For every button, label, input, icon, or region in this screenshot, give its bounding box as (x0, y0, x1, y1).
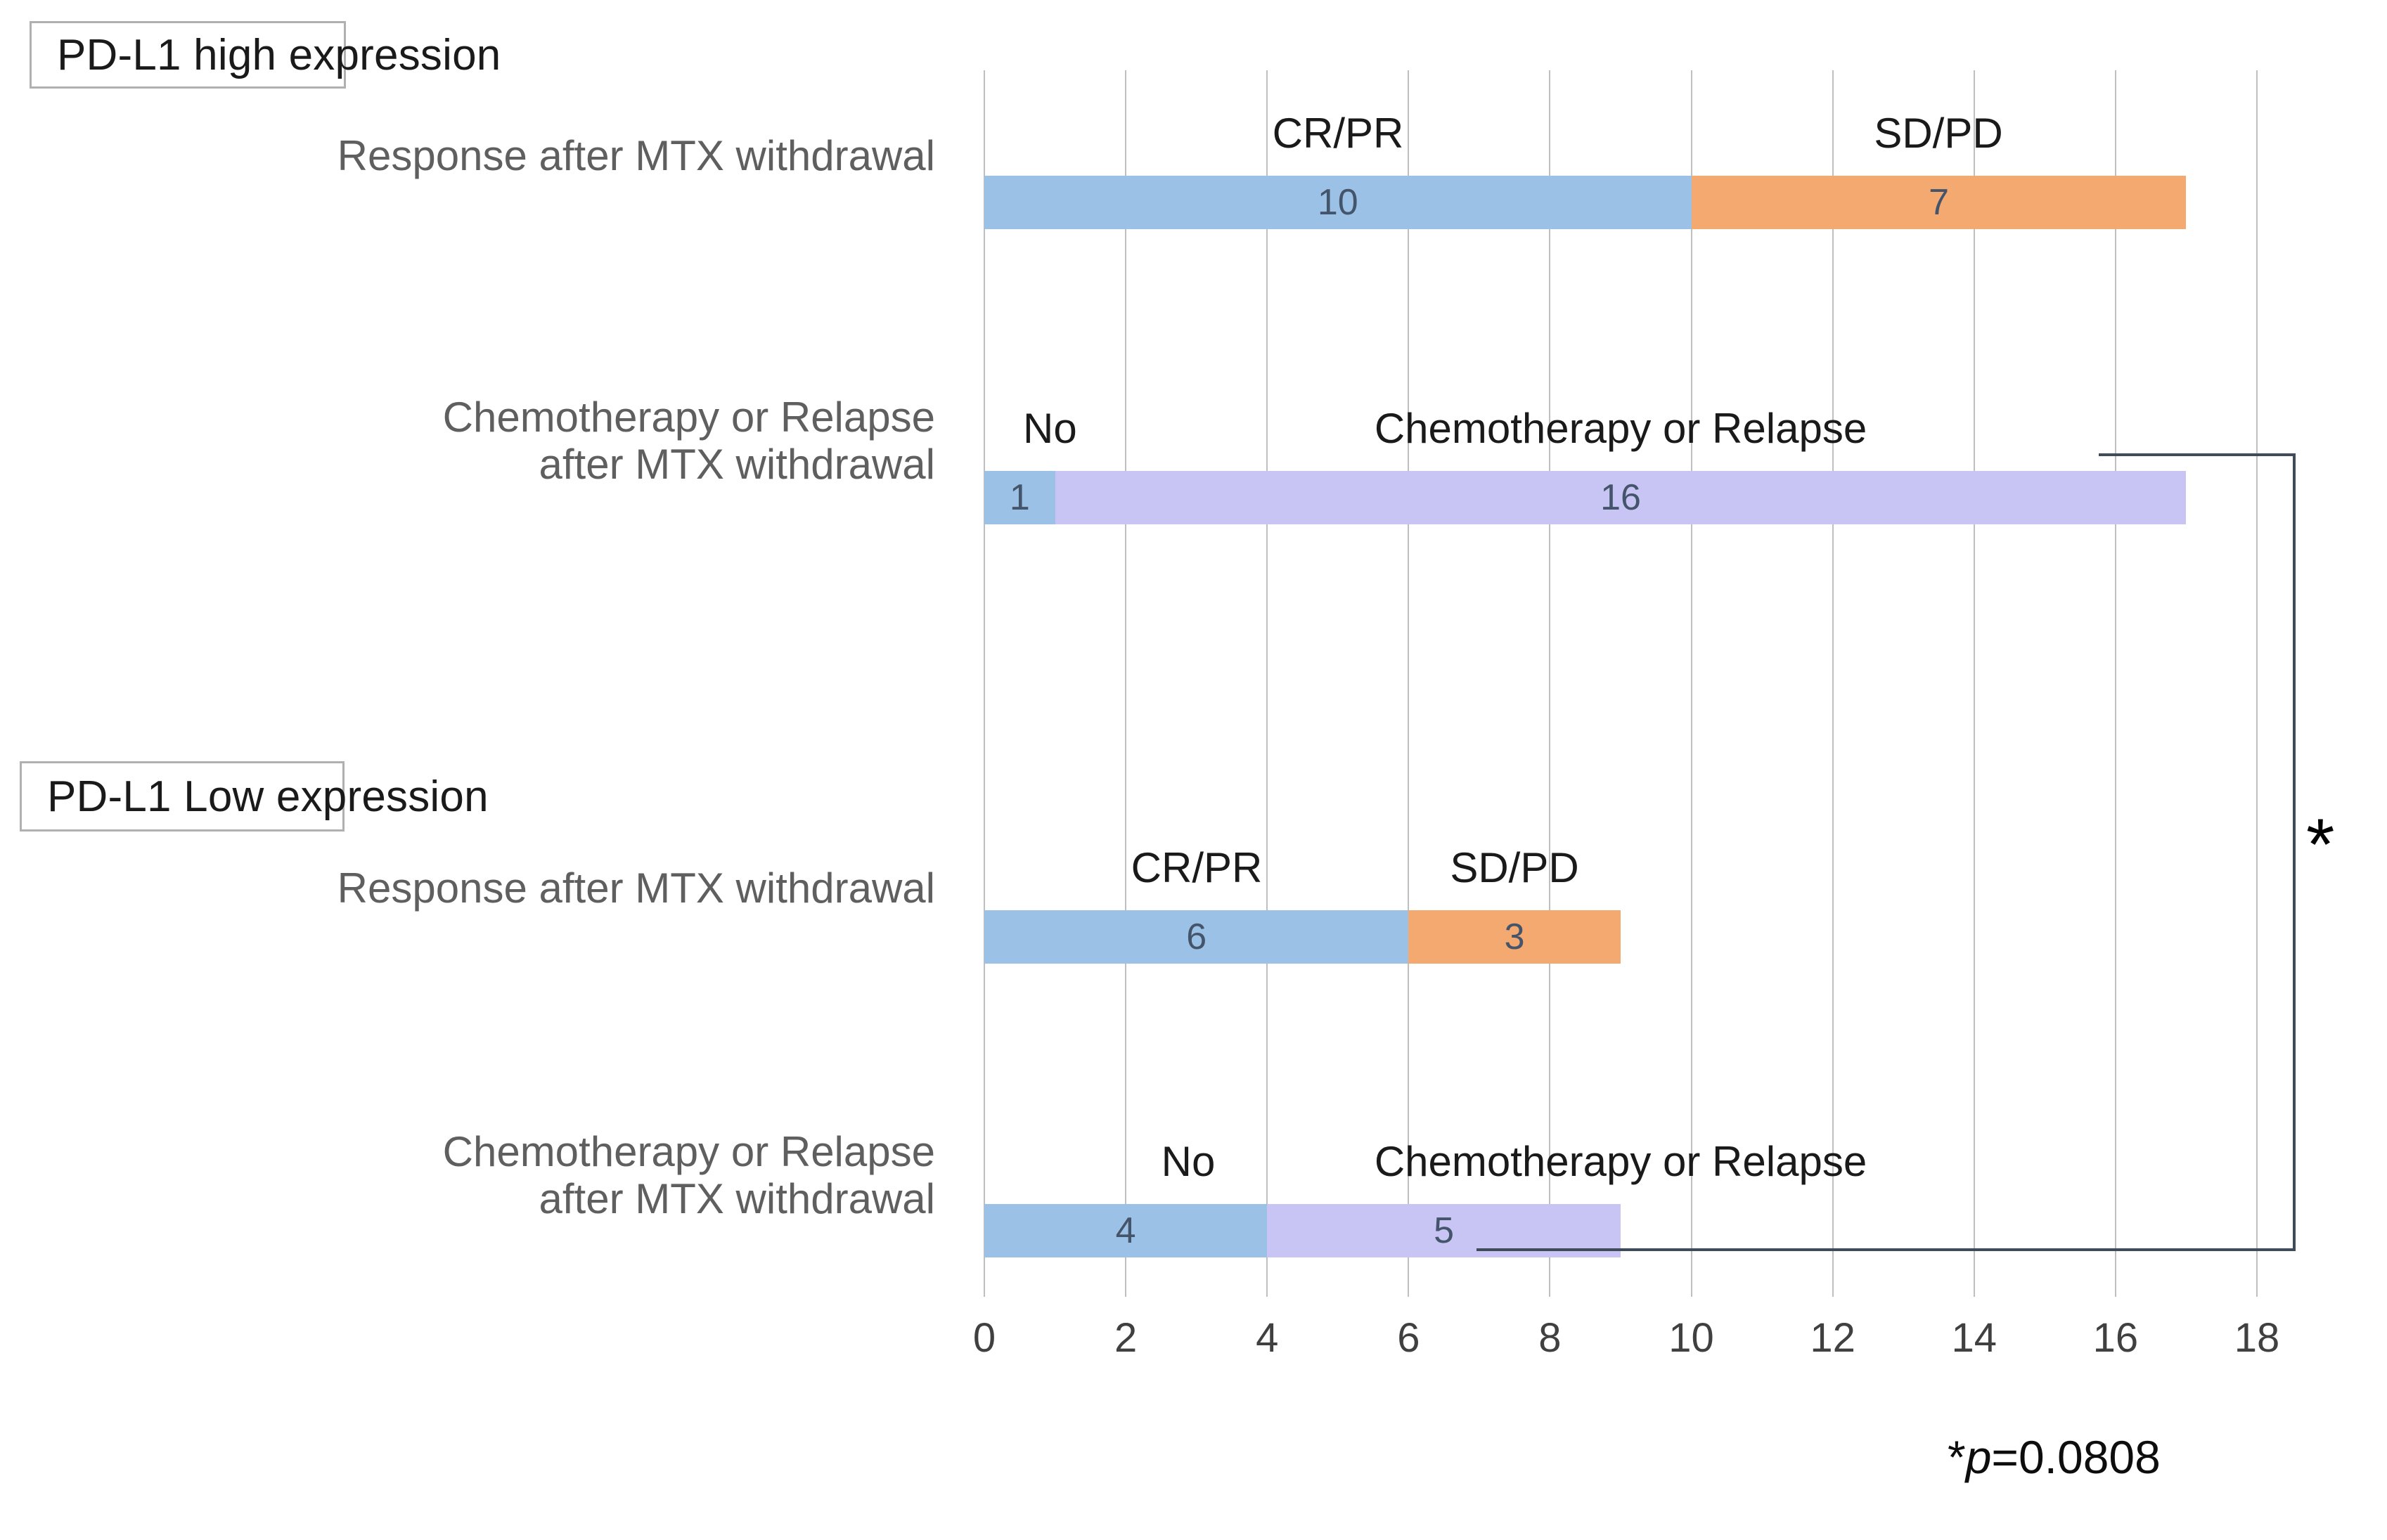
caption-crpr-high: CR/PR (1272, 110, 1404, 157)
gridline-0 (984, 70, 985, 1297)
bracket-bottom-extension (1476, 1248, 2176, 1251)
bracket-bottom-arm (2175, 1248, 2294, 1251)
bar-value-chemo-low: 5 (1434, 1210, 1455, 1251)
caption-sdpd-high: SD/PD (1874, 110, 2003, 157)
x-tick-label-10: 10 (1668, 1315, 1714, 1361)
group-title-box-low: PD-L1 Low expression (20, 761, 489, 832)
bar-value-no-high: 1 (1009, 477, 1030, 518)
gridline-14 (1973, 70, 1975, 1297)
row-label-chemo-high: Chemotherapy or Relapse after MTX withdr… (442, 394, 935, 488)
bar-segment-sdpd-low[interactable]: 3 (1408, 910, 1621, 964)
bar-segment-crpr-high[interactable]: 10 (984, 176, 1692, 229)
row-label-response-low: Response after MTX withdrawal (337, 865, 935, 912)
x-tick-label-6: 6 (1397, 1315, 1420, 1361)
gridline-18 (2256, 70, 2258, 1297)
bar-segment-no-high[interactable]: 1 (984, 471, 1055, 524)
row-label-response-high: Response after MTX withdrawal (337, 132, 935, 179)
significance-bracket (2099, 453, 2296, 1251)
row-label-chemo-low: Chemotherapy or Relapse after MTX withdr… (442, 1128, 935, 1223)
bracket-spine (2293, 453, 2296, 1251)
gridline-6 (1408, 70, 1410, 1297)
bar-value-crpr-high: 10 (1317, 182, 1358, 223)
x-axis-tick-labels: 0 2 4 6 8 10 12 14 16 18 (973, 1314, 2279, 1378)
bar-value-chemo-high: 16 (1600, 477, 1641, 518)
gridline-4 (1266, 70, 1268, 1297)
x-tick-label-18: 18 (2234, 1315, 2280, 1361)
caption-sdpd-low: SD/PD (1450, 844, 1579, 891)
gridline-8 (1549, 70, 1551, 1297)
x-tick-label-14: 14 (1951, 1315, 1997, 1361)
caption-no-low: No (1161, 1138, 1216, 1185)
caption-chemo-low: Chemotherapy or Relapse (1374, 1138, 1867, 1185)
gridline-10 (1690, 70, 1692, 1297)
p-value-asterisk: * (1948, 1431, 1966, 1483)
gridline-2 (1125, 70, 1127, 1297)
bracket-top-arm (2099, 453, 2294, 456)
group-title-low: PD-L1 Low expression (47, 772, 489, 821)
p-value-note: *p=0.0808 (1948, 1430, 2161, 1484)
p-value-symbol: p (1965, 1431, 1992, 1483)
x-tick-label-0: 0 (972, 1315, 996, 1361)
x-tick-label-8: 8 (1538, 1315, 1562, 1361)
caption-no-high: No (1023, 405, 1077, 452)
group-title-box-high: PD-L1 high expression (30, 21, 501, 89)
plot-area: 10 7 CR/PR SD/PD 1 16 No Chemotherapy or… (984, 70, 2258, 1297)
bar-value-sdpd-high: 7 (1929, 182, 1949, 223)
bar-segment-sdpd-high[interactable]: 7 (1691, 176, 2187, 229)
bar-value-sdpd-low: 3 (1504, 917, 1525, 957)
x-tick-label-16: 16 (2092, 1315, 2139, 1361)
x-tick-label-4: 4 (1256, 1315, 1279, 1361)
gridline-12 (1832, 70, 1834, 1297)
bar-segment-no-low[interactable]: 4 (984, 1204, 1268, 1257)
x-tick-label-2: 2 (1114, 1315, 1138, 1361)
caption-chemo-high: Chemotherapy or Relapse (1374, 405, 1867, 452)
bar-segment-chemo-high[interactable]: 16 (1055, 471, 2187, 524)
significance-asterisk: * (2306, 804, 2335, 886)
bar-segment-crpr-low[interactable]: 6 (984, 910, 1409, 964)
x-tick-label-12: 12 (1810, 1315, 1855, 1361)
bar-value-no-low: 4 (1115, 1210, 1136, 1251)
group-title-high: PD-L1 high expression (57, 30, 501, 79)
bar-value-crpr-low: 6 (1186, 917, 1207, 957)
caption-crpr-low: CR/PR (1131, 844, 1263, 891)
gridline-16 (2114, 70, 2116, 1297)
p-value-number: =0.0808 (1991, 1431, 2161, 1483)
